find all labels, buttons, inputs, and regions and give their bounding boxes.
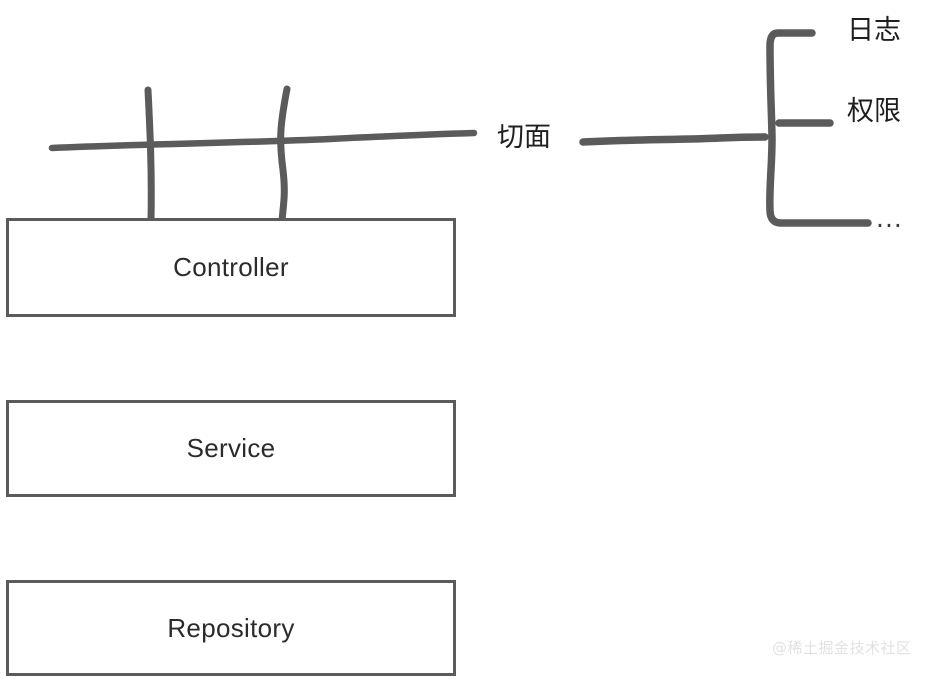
- layer-label-controller: Controller: [173, 252, 289, 282]
- crosscut-stroke-2: [277, 85, 291, 226]
- layer-label-repository: Repository: [167, 612, 295, 643]
- aspect-branch-label-auth: 权限: [847, 96, 901, 127]
- layer-box-service[interactable]: Service: [6, 400, 456, 497]
- layer-box-repository[interactable]: Repository: [6, 580, 456, 676]
- aspect-line-left: [48, 129, 478, 152]
- crosscut-stroke-1: [144, 86, 155, 225]
- aspect-brace: [766, 29, 872, 227]
- aspect-label: 切面: [497, 122, 551, 153]
- watermark: @稀土掘金技术社区: [772, 639, 912, 657]
- layer-label-service: Service: [186, 433, 276, 463]
- aspect-branch-label-logging: 日志: [847, 15, 901, 46]
- aspect-line-right: [579, 133, 769, 146]
- aspect-branch-label-more: ...: [876, 204, 903, 233]
- layer-box-controller[interactable]: Controller: [6, 218, 456, 317]
